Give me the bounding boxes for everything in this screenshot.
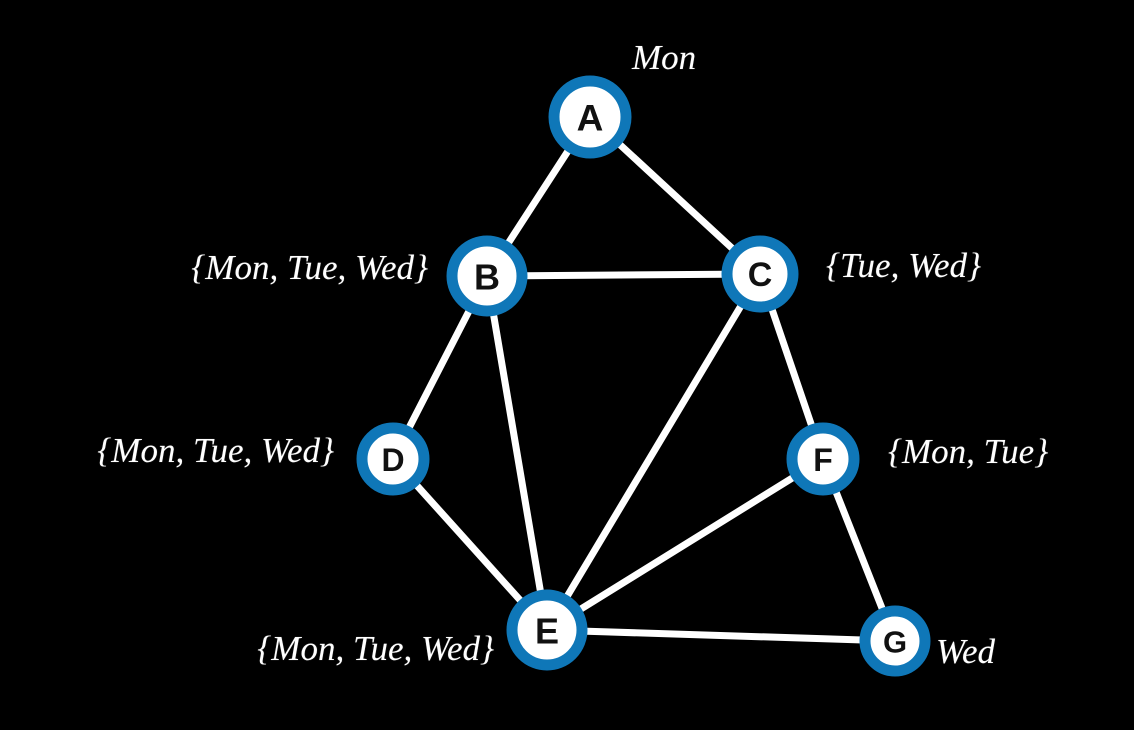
graph-node-b[interactable]: B: [446, 235, 528, 317]
node-letter-a: A: [577, 98, 604, 139]
graph-edge-b-e: [483, 272, 551, 634]
node-letter-d: D: [381, 442, 404, 478]
node-circle-f: [786, 422, 860, 496]
domain-label-e: {Mon, Tue, Wed}: [257, 629, 494, 668]
edges-layer: [389, 113, 899, 645]
graph-edge-e-g: [543, 626, 899, 645]
domain-label-g: Wed: [936, 632, 995, 671]
graph-edge-b-c: [483, 270, 764, 280]
node-circle-g: [859, 605, 931, 677]
node-circle-e: [506, 589, 588, 671]
node-circle-b: [446, 235, 528, 317]
graph-node-a[interactable]: A: [548, 75, 632, 159]
node-circle-d: [356, 422, 430, 496]
graph-edge-c-e: [543, 270, 764, 634]
graph-node-e[interactable]: E: [506, 589, 588, 671]
graph-node-c[interactable]: C: [721, 235, 799, 313]
domain-label-a: Mon: [632, 38, 697, 77]
graph-node-f[interactable]: F: [786, 422, 860, 496]
node-letter-c: C: [748, 256, 773, 294]
node-circle-a: [548, 75, 632, 159]
node-circle-c: [721, 235, 799, 313]
node-letter-f: F: [813, 442, 833, 478]
domain-label-f: {Mon, Tue}: [888, 432, 1049, 471]
node-letter-e: E: [535, 611, 559, 652]
node-letter-b: B: [474, 257, 500, 298]
graph-edge-e-f: [543, 455, 827, 634]
domain-label-c: {Tue, Wed}: [826, 246, 982, 285]
graph-node-d[interactable]: D: [356, 422, 430, 496]
domain-label-b: {Mon, Tue, Wed}: [191, 248, 428, 287]
graph-node-g[interactable]: G: [859, 605, 931, 677]
nodes-layer: A B C D E F G: [356, 75, 931, 677]
domain-label-d: {Mon, Tue, Wed}: [97, 431, 334, 470]
node-letter-g: G: [883, 625, 907, 660]
